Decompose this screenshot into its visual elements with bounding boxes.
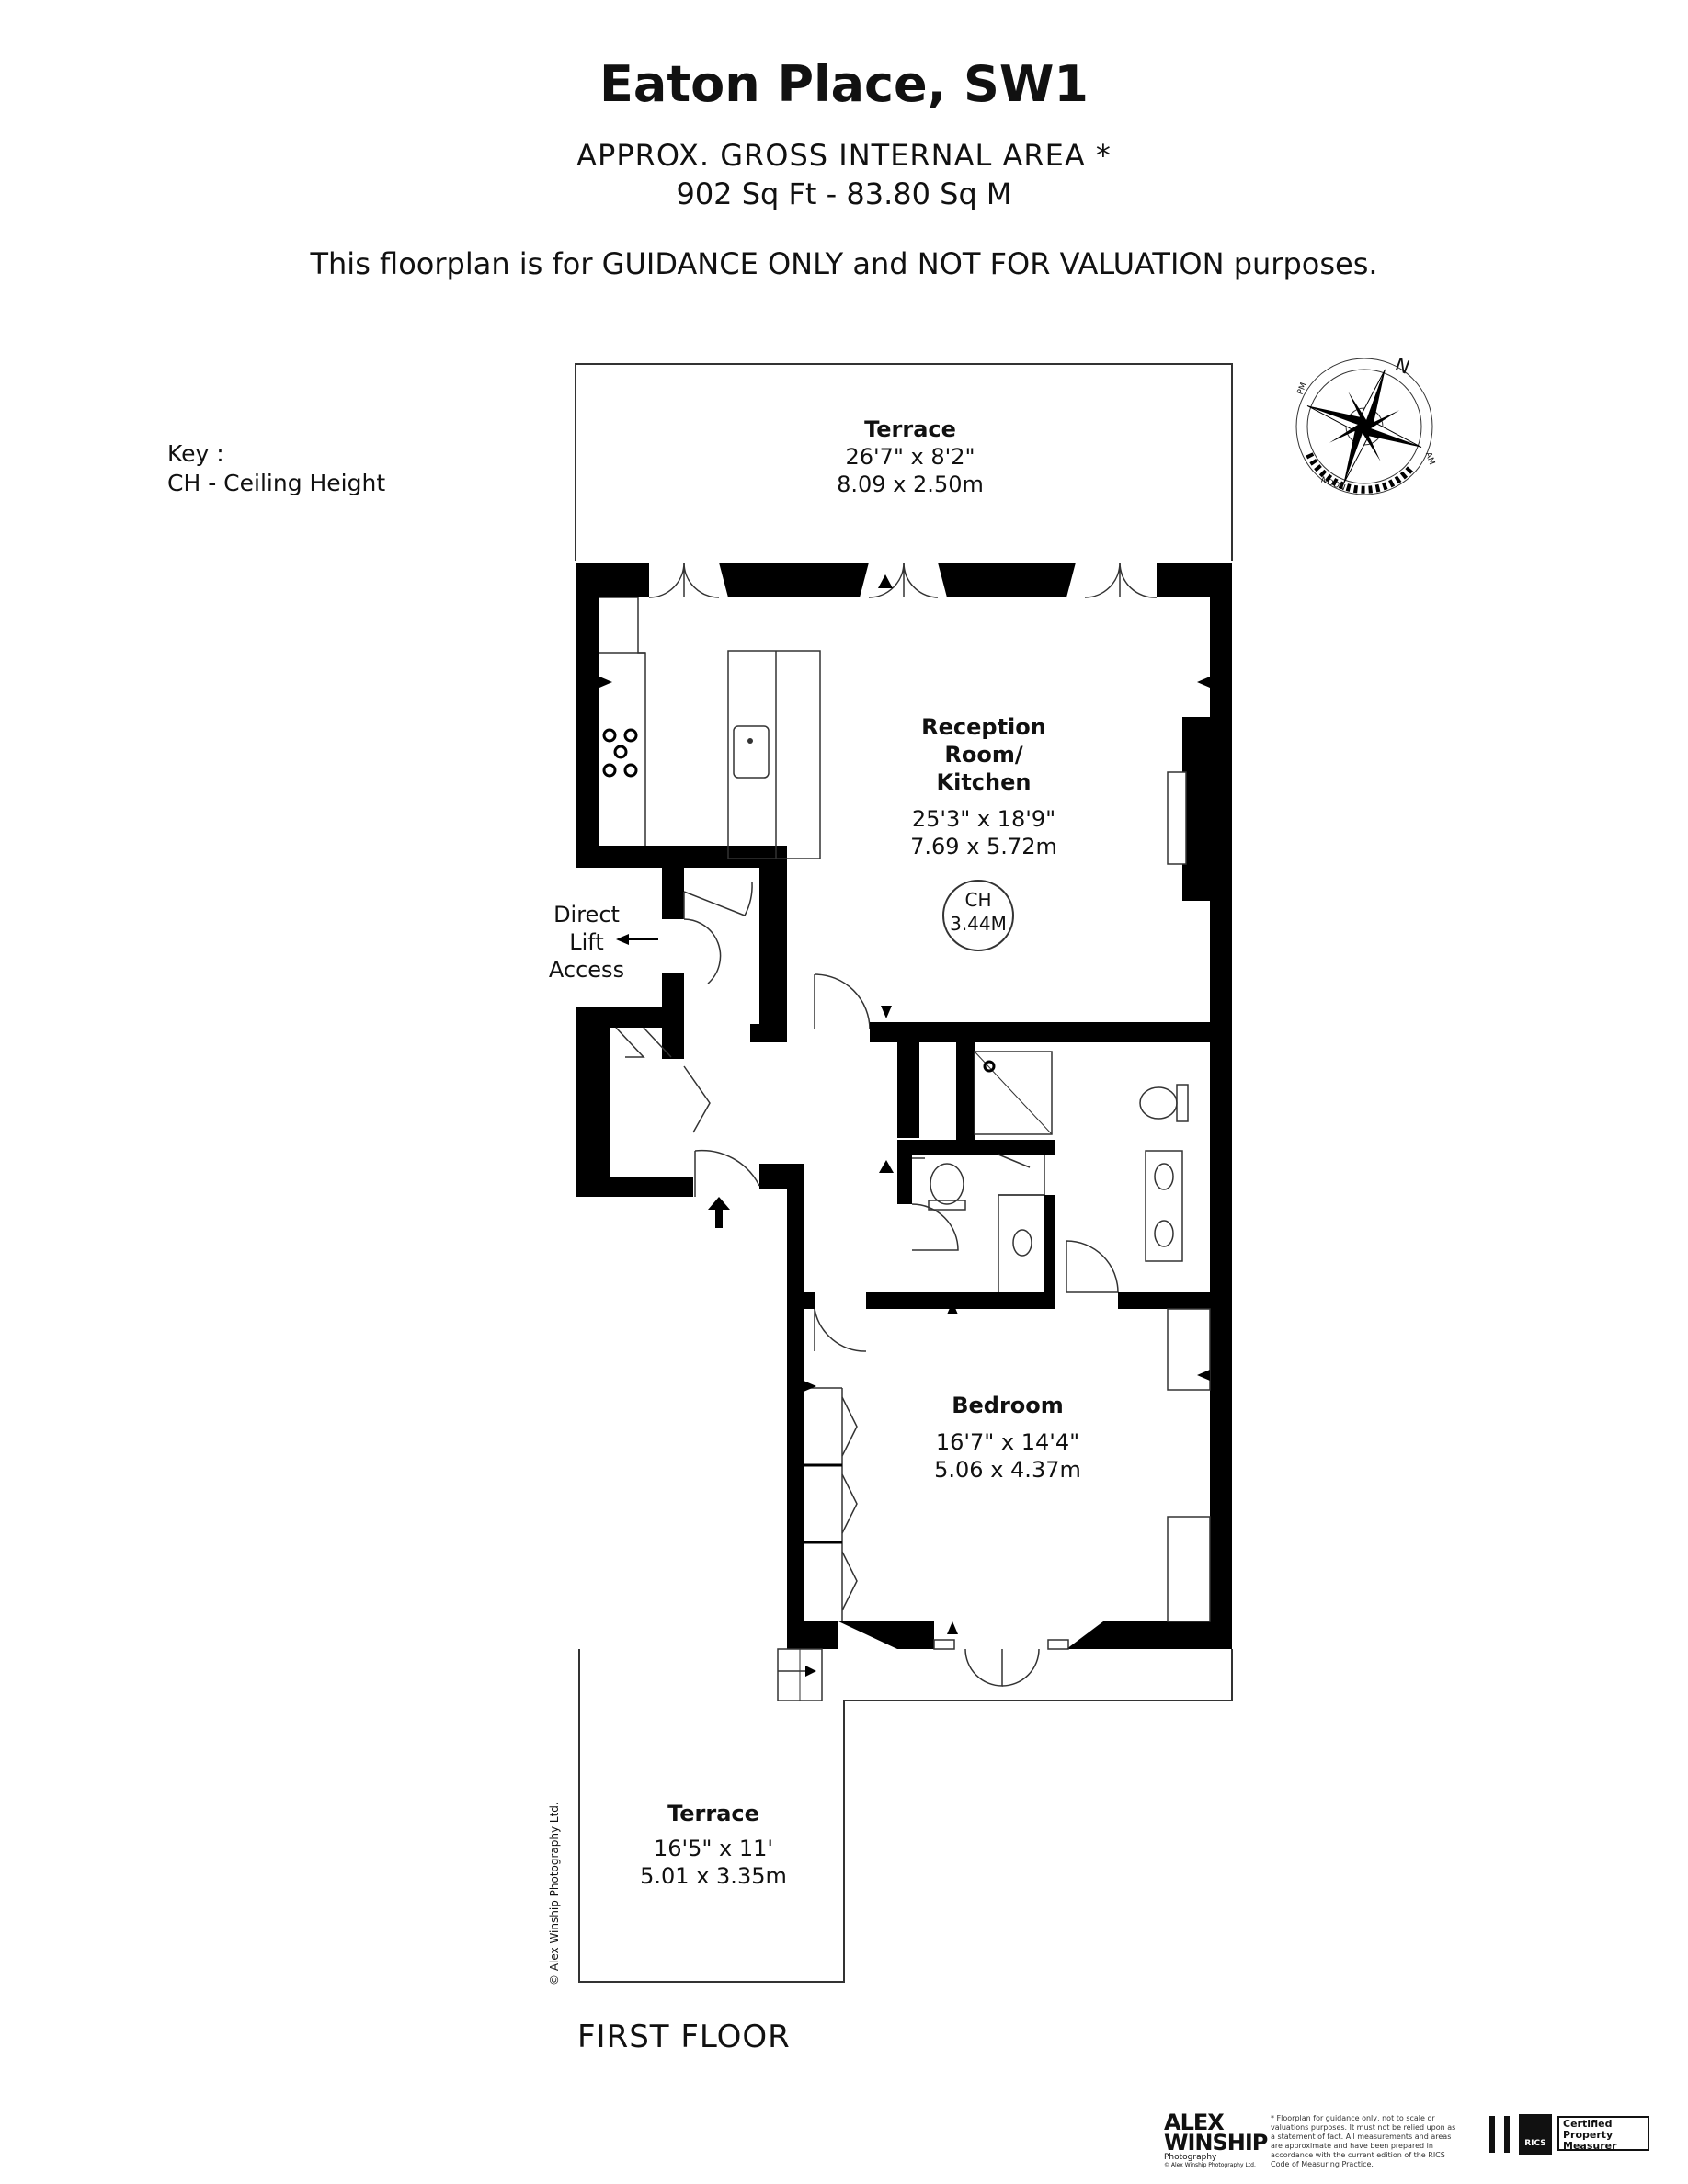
room-dim-metric: 5.01 x 3.35m [640,1863,787,1889]
ceiling-value: 3.44M [950,913,1007,935]
brand-name: ALEX WINSHIP [1164,2110,1268,2156]
kitchen-island [727,650,821,859]
room-dim-imperial: 26'7" x 8'2" [845,444,975,470]
reception-lower-wall [576,846,787,868]
copyright-vertical: © Alex Winship Photography Ltd. [548,1802,561,1985]
bedroom-top-wall [787,1292,1232,1352]
brand-line: WINSHIP [1164,2130,1268,2156]
room-terrace-bottom: Terrace 16'5" x 11' 5.01 x 3.35m [576,1800,851,1890]
ceiling-height: CH 3.44M [932,888,1024,936]
terrace-bottom-outline [578,1648,1233,1983]
bathroom [879,1042,1189,1297]
room-name: Terrace [864,416,956,442]
terrace-top-outline [575,363,1233,561]
lift-access-label: Direct Lift Access [530,901,644,984]
room-dim-metric: 8.09 x 2.50m [837,472,984,497]
area-label: APPROX. GROSS INTERNAL AREA * [576,138,1112,173]
disclaimer: * Floorplan for guidance only, not to sc… [1271,2114,1456,2168]
room-name: Bedroom [952,1393,1064,1418]
guidance-note: This floorplan is for GUIDANCE ONLY and … [310,246,1378,281]
page-title: Eaton Place, SW1 [599,55,1089,113]
reception-bottom-wall [870,1022,1232,1042]
room-name: Reception [921,714,1046,740]
brand-logo: ALEX WINSHIP Photography © Alex Winship … [1164,2110,1268,2168]
compass-rose [1295,358,1433,495]
room-bedroom: Bedroom 16'7" x 14'4" 5.06 x 4.37m [870,1392,1146,1484]
room-dim-imperial: 16'7" x 14'4" [935,1429,1080,1455]
reception-left-wall [576,563,599,859]
lift-line: Direct [553,902,620,927]
ceiling-label: CH [964,889,992,911]
rics-badge: RICS Certified Property Measurer [1489,2114,1655,2156]
brand-sub: Photography [1164,2153,1217,2162]
reception-top-wall [576,562,1232,607]
mm-logo-icon [1489,2116,1510,2153]
certified-text: Certified Property Measurer [1563,2118,1617,2152]
room-name: Terrace [667,1801,759,1826]
key-entry: CH - Ceiling Height [167,470,386,496]
kitchen-counter [599,597,646,846]
room-dim-imperial: 16'5" x 11' [653,1836,774,1861]
area-value: 902 Sq Ft - 83.80 Sq M [676,176,1012,211]
key-legend: Key : CH - Ceiling Height [167,439,385,498]
room-reception: Reception Room/ Kitchen 25'3" x 18'9" 7.… [846,713,1122,860]
lift-line: Access [548,957,625,983]
lift-line: Lift [569,929,604,955]
bedroom-walls [787,1308,1232,1687]
key-title: Key : [167,440,224,467]
room-dim-imperial: 25'3" x 18'9" [911,806,1056,832]
room-name: Room/ [944,742,1023,768]
room-terrace-top: Terrace 26'7" x 8'2" 8.09 x 2.50m [772,415,1048,498]
room-dim-metric: 7.69 x 5.72m [910,834,1057,859]
certified-box: Certified Property Measurer [1557,2116,1649,2152]
floor-label: FIRST FLOOR [577,2019,791,2055]
ceiling-height-marker [942,880,1014,951]
rics-logo-icon: RICS [1519,2114,1552,2155]
room-name: Kitchen [936,769,1032,795]
reception-right-wall [1167,563,1232,1647]
reception-hall-door [814,973,892,1030]
brand-line: ALEX [1164,2110,1225,2135]
brand-small: © Alex Winship Photography Ltd. [1164,2162,1256,2168]
room-dim-metric: 5.06 x 4.37m [934,1457,1081,1483]
